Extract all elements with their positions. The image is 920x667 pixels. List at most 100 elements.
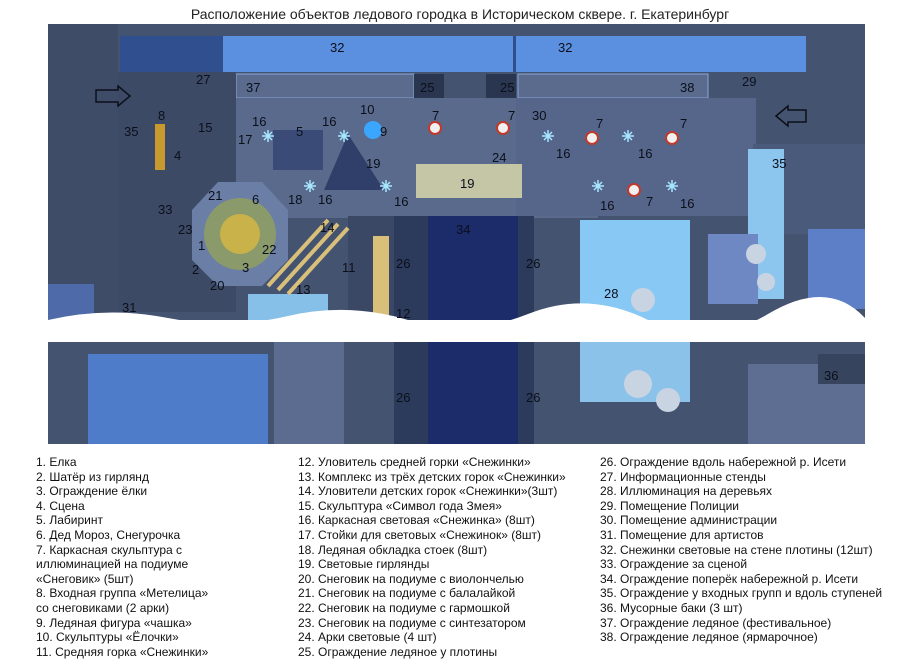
map-label: 9 — [380, 124, 387, 139]
map-label: 35 — [772, 156, 786, 171]
legend-item: 6. Дед Мороз, Снегурочка — [36, 527, 181, 542]
map-label: 25 — [500, 80, 514, 95]
legend-item: 19. Световые гирлянды — [298, 557, 430, 572]
legend-item: 26. Ограждение вдоль набережной р. Исети — [600, 455, 847, 469]
map-label: 30 — [532, 108, 546, 123]
map-label: 3 — [242, 260, 249, 275]
map-label: 8 — [158, 108, 165, 123]
legend-item: 12. Уловитель средней горки «Снежинки» — [298, 455, 531, 469]
legend-item: 24. Арки световые (4 шт) — [298, 630, 437, 645]
legend-item: 23. Снеговик на подиуме с синтезатором — [298, 615, 526, 630]
map-label: 35 — [124, 124, 138, 139]
legend-item: 34. Ограждение поперёк набережной р. Исе… — [600, 571, 859, 586]
map-label: 13 — [296, 282, 310, 297]
legend-item: 11. Средняя горка «Снежинки» — [36, 644, 209, 659]
map-label: 14 — [320, 220, 334, 235]
river — [428, 216, 518, 320]
legend-item: 7. Каркасная скульптура с — [36, 542, 183, 557]
map-label: 7 — [432, 108, 439, 123]
legend-item: 15. Скульптура «Символ года Змея» — [298, 498, 502, 513]
map-label: 32 — [330, 40, 344, 55]
legend-item: 16. Каркасная световая «Снежинка» (8шт) — [298, 513, 535, 528]
map-label: 16 — [322, 114, 336, 129]
map-label: 33 — [158, 202, 172, 217]
legend-item: 28. Иллюминация на деревьях — [600, 484, 772, 499]
legend-item: 4. Сцена — [36, 498, 85, 513]
map-label: 25 — [420, 80, 434, 95]
map-label: 16 — [318, 192, 332, 207]
legend-item: 2. Шатёр из гирлянд — [36, 469, 149, 484]
map-label: 17 — [238, 132, 252, 147]
legend-item: со снеговиками (2 арки) — [36, 600, 170, 615]
legend-column-2: 12. Уловитель средней горки «Снежинки» 1… — [298, 455, 566, 659]
map-label: 20 — [210, 278, 224, 293]
map-label: 1 — [198, 238, 205, 253]
legend-item: 17. Стойки для световых «Снежинок» (8шт) — [298, 527, 542, 542]
legend-item: 32. Снежинки световые на стене плотины (… — [600, 542, 873, 557]
map-label: 36 — [824, 368, 838, 383]
legend-item: 25. Ограждение ледяное у плотины — [298, 644, 498, 659]
map-label: 29 — [742, 74, 756, 89]
map-label: 16 — [638, 146, 652, 161]
legend-item: 38. Ограждение ледяное (ярмарочное) — [600, 630, 818, 645]
legend-item: 9. Ледяная фигура «чашка» — [36, 615, 192, 630]
legend-item: «Снеговик» (5шт) — [36, 571, 134, 586]
map-label: 15 — [198, 120, 212, 135]
dam-wall-right — [516, 36, 806, 72]
map-label: 6 — [252, 192, 259, 207]
legend-item: 1. Елка — [36, 455, 77, 469]
map-label: 21 — [208, 188, 222, 203]
legend-item: 13. Комплекс из трёх детских горок «Снеж… — [298, 469, 566, 484]
legend-item: 8. Входная группа «Метелица» — [36, 586, 209, 601]
legend-item: 30. Помещение администрации — [600, 513, 778, 528]
map-label: 19 — [366, 156, 380, 171]
map-label: 27 — [196, 72, 210, 87]
map-label: 12 — [396, 306, 410, 321]
map-label: 34 — [456, 222, 470, 237]
legend-item: 20. Снеговик на подиуме с виолончелью — [298, 571, 524, 586]
legend-column-1: 1. Елка 2. Шатёр из гирлянд 3. Ограждени… — [36, 455, 208, 659]
map-label: 18 — [288, 192, 302, 207]
map-label: 26 — [396, 256, 410, 271]
legend-item: 10. Скульптуры «Ёлочки» — [36, 630, 179, 645]
legend-column-3: 26. Ограждение вдоль набережной р. Исети… — [600, 455, 882, 645]
map-label: 16 — [556, 146, 570, 161]
legend-item: 14. Уловители детских горок «Снежинки»(3… — [298, 484, 558, 499]
map-label: 16 — [252, 114, 266, 129]
legend-item: 29. Помещение Полиции — [600, 498, 740, 513]
legend-item: 22. Снеговик на подиуме с гармошкой — [298, 600, 510, 615]
map-lower — [48, 342, 865, 444]
map-label: 19 — [460, 176, 474, 191]
legend-item: 35. Ограждение у входных групп и вдоль с… — [600, 586, 883, 601]
map-label: 10 — [360, 102, 374, 117]
legend-item: 21. Снеговик на подиуме с балалайкой — [298, 586, 516, 601]
map-label: 4 — [174, 148, 181, 163]
map-title: Расположение объектов ледового городка в… — [190, 6, 730, 22]
map-label: 38 — [680, 80, 694, 95]
legend-item: 31. Помещение для артистов — [600, 527, 764, 542]
map-label: 7 — [508, 108, 515, 123]
dam-wall-left — [223, 36, 513, 72]
legend-item: 5. Лабиринт — [36, 513, 103, 528]
map-label: 7 — [680, 116, 687, 131]
legend-item: иллюминацией на подиуме — [36, 557, 189, 572]
map-label: 26 — [526, 256, 540, 271]
legend-item: 36. Мусорные баки (3 шт) — [600, 600, 743, 615]
legend-item: 33. Ограждение за сценой — [600, 557, 748, 572]
map-labels: 32 32 27 37 25 25 38 29 8 35 15 16 5 16 … — [122, 40, 838, 405]
map-label: 26 — [396, 390, 410, 405]
map-label: 11 — [342, 260, 356, 275]
map-label: 31 — [122, 300, 136, 315]
legend-item: 27. Информационные стенды — [600, 469, 766, 484]
map-label: 23 — [178, 222, 192, 237]
legend-item: 37. Ограждение ледяное (фестивальное) — [600, 615, 832, 630]
map-upper — [48, 24, 865, 320]
map-label: 32 — [558, 40, 572, 55]
map-label: 16 — [680, 196, 694, 211]
map-label: 7 — [646, 194, 653, 209]
map-label: 28 — [604, 286, 618, 301]
map-label: 26 — [526, 390, 540, 405]
legend-item: 3. Ограждение ёлки — [36, 484, 148, 499]
site-map: 32 32 27 37 25 25 38 29 8 35 15 16 5 16 … — [48, 24, 865, 444]
map-label: 7 — [596, 116, 603, 131]
